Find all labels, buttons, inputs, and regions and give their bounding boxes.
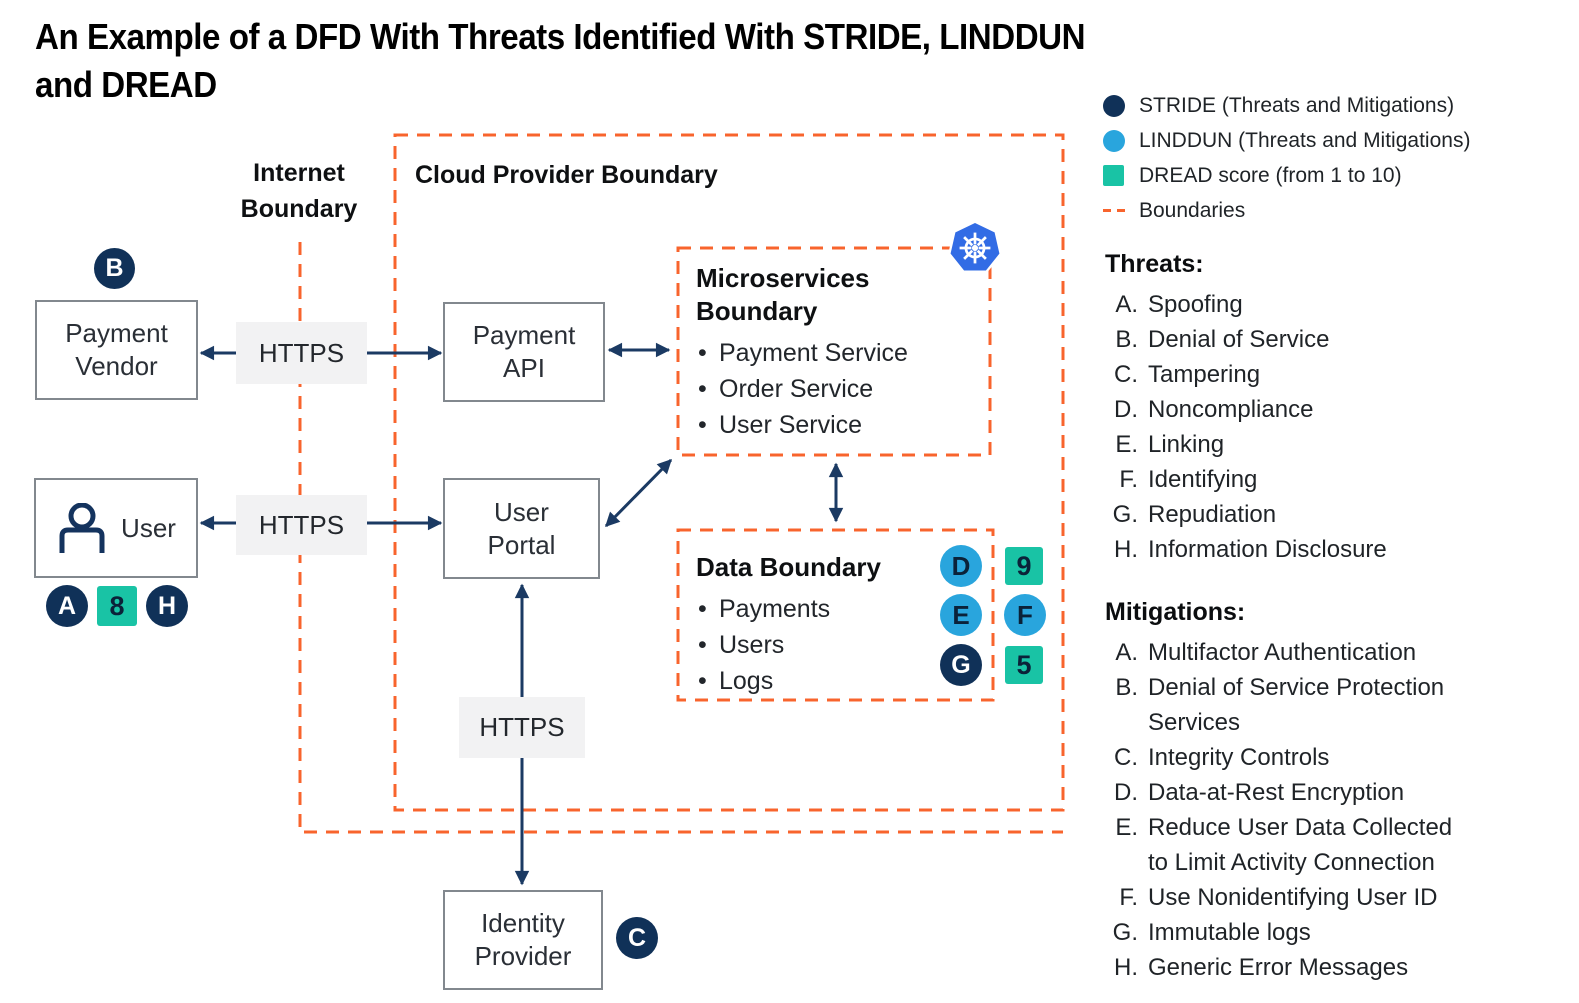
- mitigation-badge-f: F: [1004, 594, 1046, 636]
- threat-label: Repudiation: [1148, 501, 1277, 528]
- legend-label: LINDDUN (Threats and Mitigations): [1139, 128, 1471, 152]
- mitigation-key: C.: [1114, 744, 1138, 771]
- mitigation-key: B.: [1115, 674, 1138, 701]
- https-label-user: HTTPS: [236, 495, 367, 555]
- https-label-payment: HTTPS: [236, 322, 367, 384]
- threat-badge-g: G: [940, 644, 982, 686]
- legend-label: DREAD score (from 1 to 10): [1139, 163, 1402, 187]
- internet-boundary-label: Internet Boundary: [240, 159, 358, 223]
- data-boundary-title: Data Boundary: [696, 552, 881, 582]
- user-box: User: [34, 478, 198, 578]
- stride-dot-icon: [1103, 94, 1139, 117]
- legend-label: Boundaries: [1139, 198, 1246, 222]
- legend: STRIDE (Threats and Mitigations) LINDDUN…: [1103, 88, 1470, 228]
- data-boundary-list: Payments Users Logs: [696, 591, 946, 699]
- mitigation-key: E.: [1115, 814, 1138, 841]
- user-portal-box: User Portal: [443, 478, 600, 579]
- mitigation-label: Denial of Service Protection Services: [1148, 674, 1445, 736]
- threat-badge-e: E: [940, 594, 982, 636]
- dread-score-badge-8: 8: [97, 586, 137, 626]
- threat-label: Linking: [1148, 431, 1225, 458]
- mitigation-label: Data-at-Rest Encryption: [1148, 779, 1405, 806]
- page-title: An Example of a DFD With Threats Identif…: [35, 16, 1086, 105]
- data-boundary-item: Users: [696, 627, 946, 663]
- threat-key: B.: [1115, 326, 1138, 353]
- legend-item-boundaries: Boundaries: [1103, 193, 1470, 228]
- threat-label: Tampering: [1148, 361, 1261, 388]
- boundary-dash-icon: [1103, 209, 1139, 212]
- mitigation-key: A.: [1115, 639, 1138, 666]
- identity-provider-box: Identity Provider: [443, 890, 603, 990]
- threat-key: A.: [1115, 291, 1138, 318]
- mitigation-label: Integrity Controls: [1148, 744, 1330, 771]
- cloud-provider-boundary-outline: [393, 133, 1065, 812]
- mitigations-section: Mitigations: A. Multifactor Authenticatio…: [1098, 598, 1578, 985]
- mitigation-key: D.: [1114, 779, 1138, 806]
- microservices-item: Payment Service: [696, 335, 988, 371]
- cloud-provider-boundary-label: Cloud Provider Boundary: [415, 161, 718, 189]
- threat-key: F.: [1119, 466, 1138, 493]
- threat-key: E.: [1115, 431, 1138, 458]
- threat-label: Information Disclosure: [1148, 536, 1387, 563]
- microservices-item: Order Service: [696, 371, 988, 407]
- threat-key: G.: [1112, 501, 1138, 528]
- user-icon: [59, 503, 105, 553]
- user-label: User: [121, 512, 176, 543]
- mitigation-key: F.: [1119, 884, 1138, 911]
- data-boundary-content: Data Boundary Payments Users Logs: [696, 551, 946, 699]
- threat-key: D.: [1114, 396, 1138, 423]
- threat-label: Identifying: [1148, 466, 1258, 493]
- threat-badge-c: C: [616, 917, 658, 959]
- linddun-dot-icon: [1103, 129, 1139, 152]
- threat-label: Noncompliance: [1148, 396, 1314, 423]
- mitigation-label: Generic Error Messages: [1148, 954, 1409, 981]
- threat-badge-a: A: [46, 585, 88, 627]
- legend-item-stride: STRIDE (Threats and Mitigations): [1103, 88, 1470, 123]
- data-boundary-item: Payments: [696, 591, 946, 627]
- mitigation-label: Use Nonidentifying User ID: [1148, 884, 1438, 911]
- dread-square-icon: [1103, 165, 1139, 186]
- mitigation-label: Multifactor Authentication: [1148, 639, 1417, 666]
- threat-key: H.: [1114, 536, 1138, 563]
- data-boundary-outline: [676, 528, 995, 702]
- threats-list: A. Spoofing B. Denial of Service C. Tamperi…: [1098, 287, 1578, 567]
- threat-badge-b: B: [94, 248, 135, 289]
- mitigations-list: A. Multifactor Authentication B. Denial of…: [1098, 635, 1578, 985]
- microservices-item: User Service: [696, 407, 988, 443]
- microservices-boundary-content: Microservices Boundary Payment Service O…: [696, 262, 988, 443]
- microservices-boundary-outline: [676, 246, 992, 457]
- payment-api-box: Payment API: [443, 302, 605, 402]
- legend-label: STRIDE (Threats and Mitigations): [1139, 93, 1455, 117]
- mitigation-label: Reduce User Data Collected to Limit Acti…: [1148, 814, 1453, 876]
- dread-score-badge-5: 5: [1005, 646, 1043, 684]
- kubernetes-icon: [946, 219, 1004, 282]
- legend-item-dread: DREAD score (from 1 to 10): [1103, 158, 1470, 193]
- microservices-list: Payment Service Order Service User Servi…: [696, 335, 988, 443]
- data-boundary-item: Logs: [696, 663, 946, 699]
- legend-item-linddun: LINDDUN (Threats and Mitigations): [1103, 123, 1470, 158]
- https-label-identity: HTTPS: [459, 697, 585, 758]
- mitigation-key: G.: [1112, 919, 1138, 946]
- mitigation-label: Immutable logs: [1148, 919, 1311, 946]
- threat-label: Spoofing: [1148, 291, 1243, 318]
- mitigation-key: H.: [1114, 954, 1138, 981]
- dread-score-badge-9: 9: [1005, 547, 1043, 585]
- mitigations-heading: Mitigations:: [1105, 598, 1246, 626]
- threats-section: Threats: A. Spoofing B. Denial of Service …: [1098, 250, 1578, 567]
- threat-label: Denial of Service: [1148, 326, 1330, 353]
- threats-heading: Threats:: [1105, 250, 1204, 278]
- arrow-user-portal-microservices: [604, 458, 673, 528]
- threat-badge-d: D: [940, 545, 982, 587]
- threat-badge-h: H: [146, 585, 188, 627]
- microservices-boundary-title: Microservices Boundary: [696, 263, 870, 326]
- payment-vendor-box: Payment Vendor: [35, 300, 198, 400]
- threat-key: C.: [1114, 361, 1138, 388]
